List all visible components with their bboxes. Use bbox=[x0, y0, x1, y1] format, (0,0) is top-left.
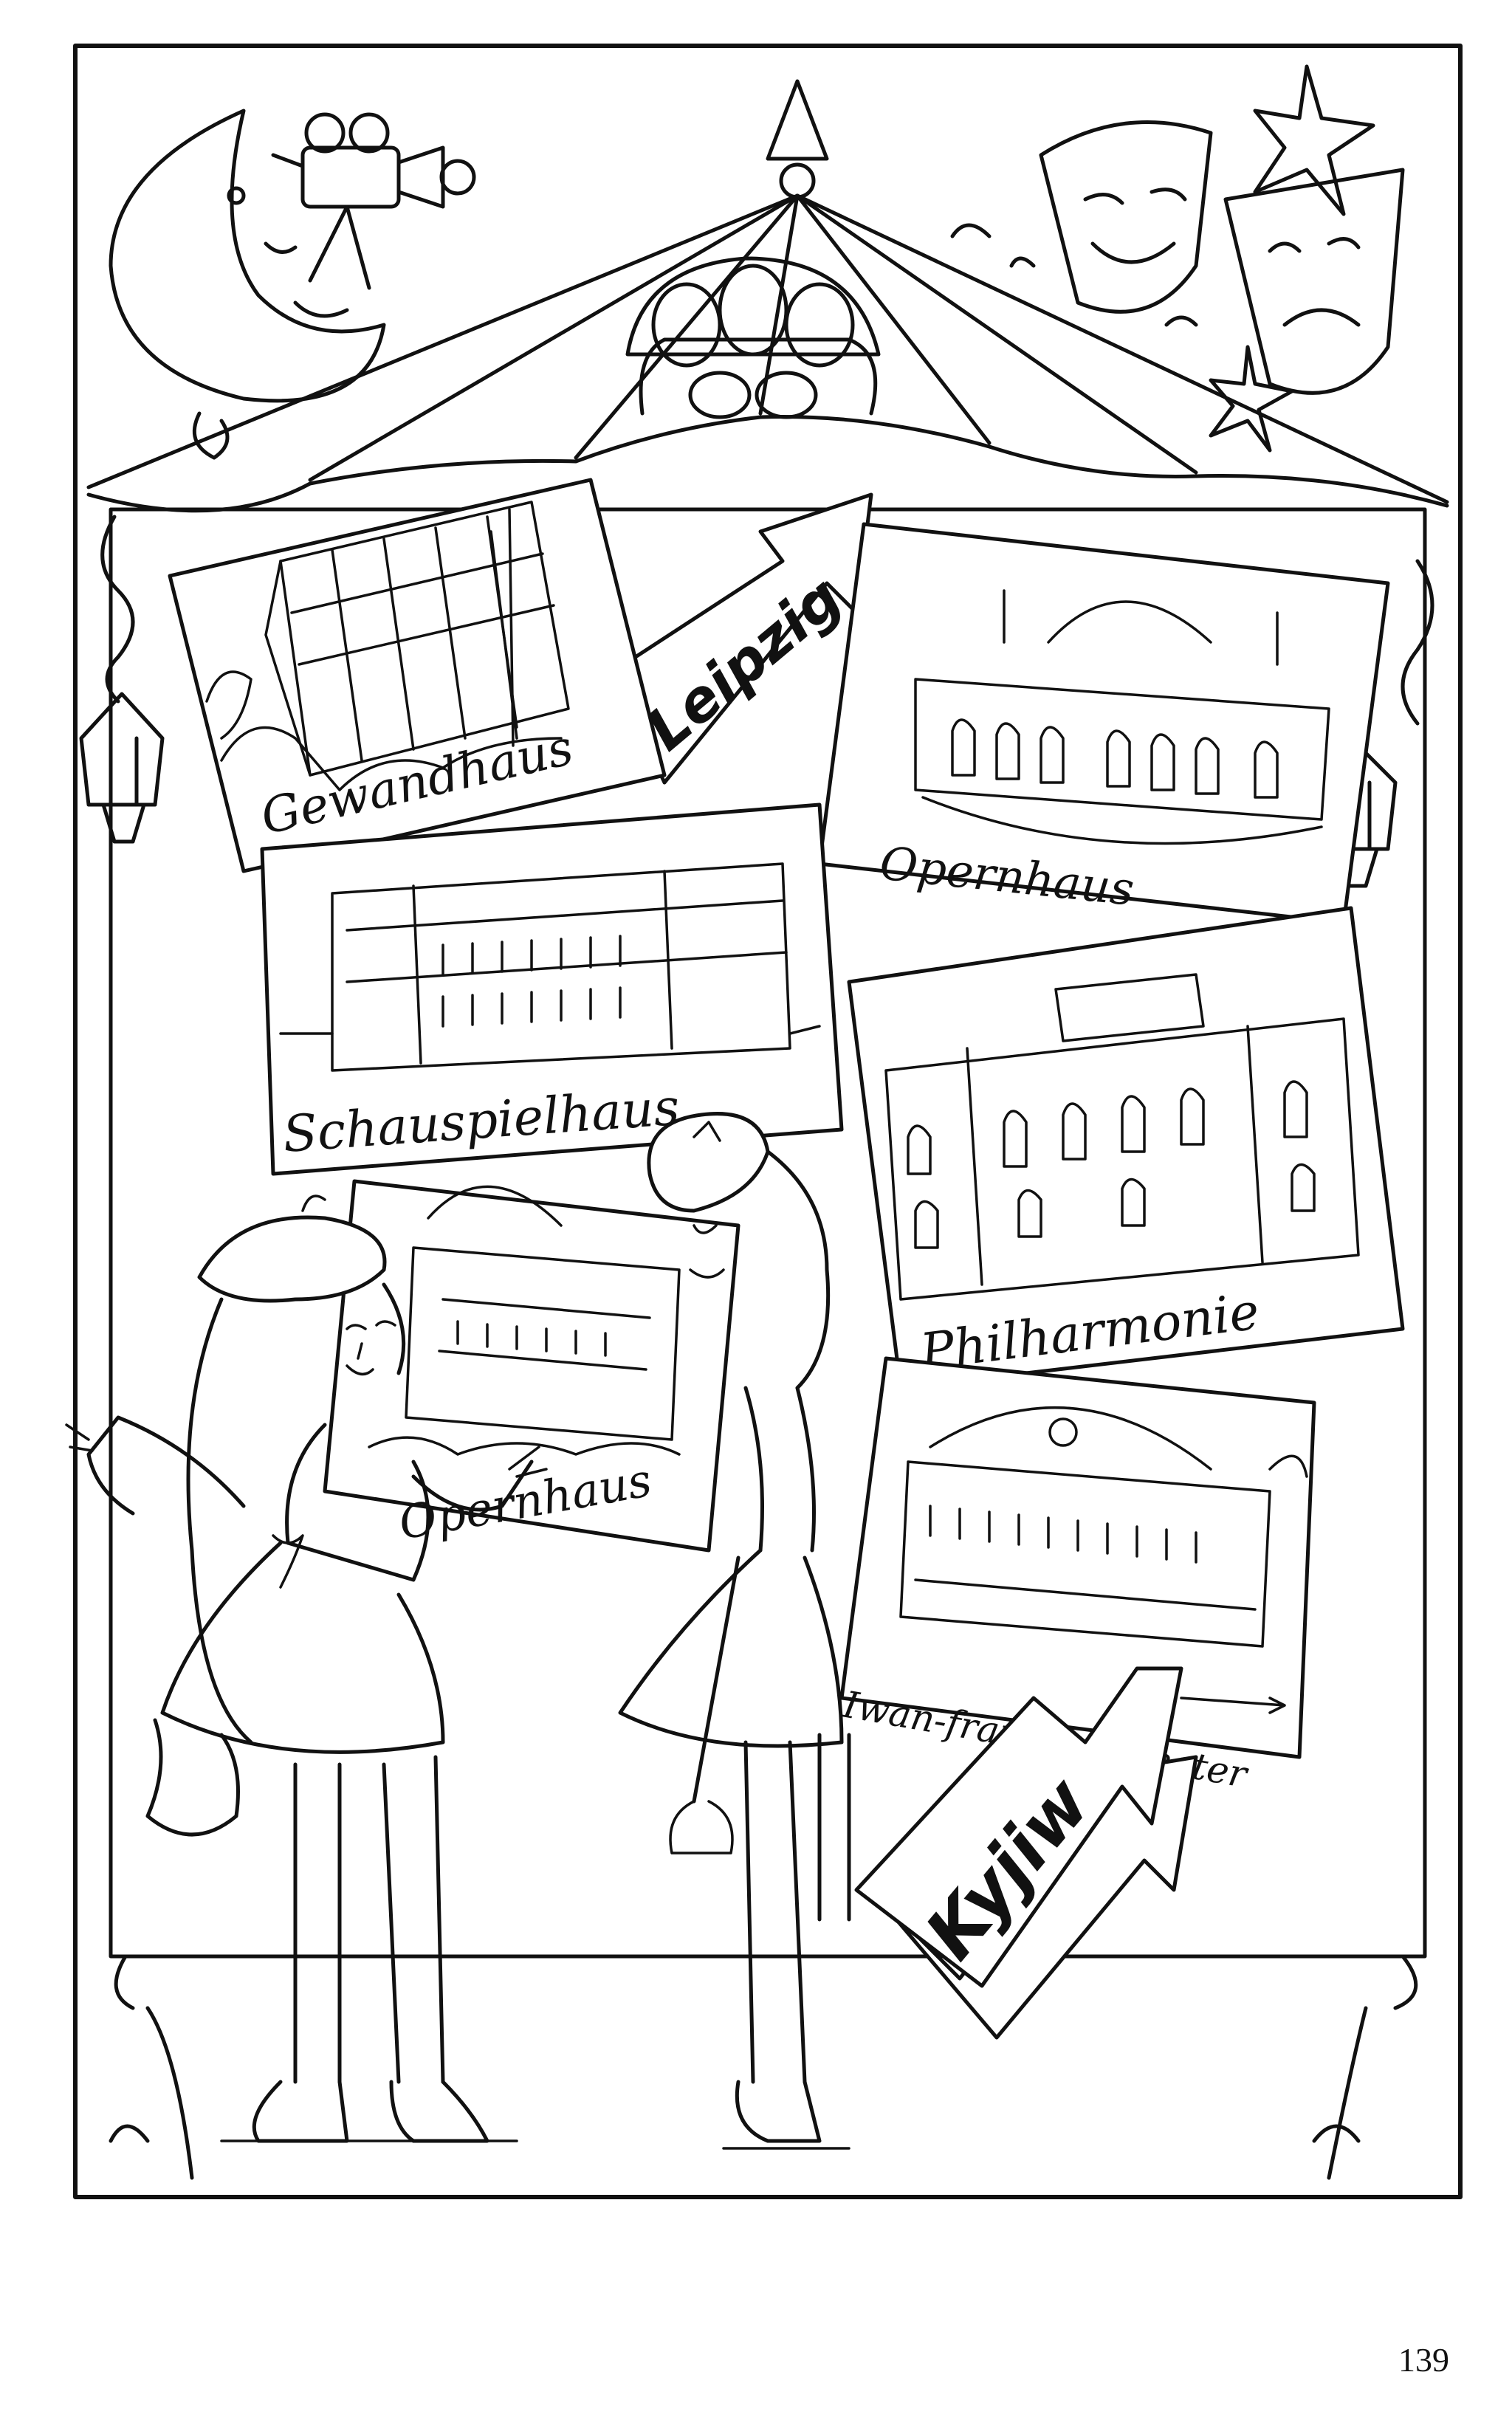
building-philharmonie-drawing bbox=[884, 973, 1360, 1301]
page-frame bbox=[73, 44, 1463, 2199]
postcard-opernhaus-kyjiw: Opernhaus bbox=[323, 1179, 740, 1553]
postcard-schauspielhaus: Schauspielhaus bbox=[260, 802, 844, 1176]
theater-masks-icon bbox=[950, 120, 1405, 395]
girl-with-beret bbox=[65, 1194, 548, 2143]
postcard-opernhaus-leipzig: Opernhaus bbox=[817, 522, 1390, 925]
film-camera-icon bbox=[271, 112, 476, 290]
postcard-iwan-franko-theater: Iwan-franko - Theater bbox=[839, 1356, 1316, 1796]
building-opernhaus-kyjiw-drawing bbox=[368, 1185, 681, 1456]
girl-with-hat bbox=[618, 1112, 851, 2143]
street-lamp-icon bbox=[79, 515, 165, 844]
building-gewandhaus-drawing bbox=[205, 501, 570, 791]
postcard-gewandhaus: Gewandhaus bbox=[168, 478, 667, 873]
poster-board bbox=[109, 507, 1427, 1959]
canopy bbox=[86, 79, 1449, 513]
star-icon bbox=[1253, 64, 1375, 216]
page-number: 139 bbox=[1398, 2341, 1449, 2379]
building-opernhaus-leipzig-drawing bbox=[914, 589, 1330, 845]
building-schauspielhaus-drawing bbox=[279, 862, 821, 1072]
star-icon bbox=[1209, 345, 1294, 453]
building-iwan-franko-theater-drawing bbox=[899, 1406, 1308, 1648]
moon-face-icon bbox=[109, 109, 386, 460]
postcard-philharmonie: Philharmonie bbox=[847, 906, 1405, 1390]
city-sign-kyjiw: Kyjiw bbox=[854, 1666, 1198, 2040]
